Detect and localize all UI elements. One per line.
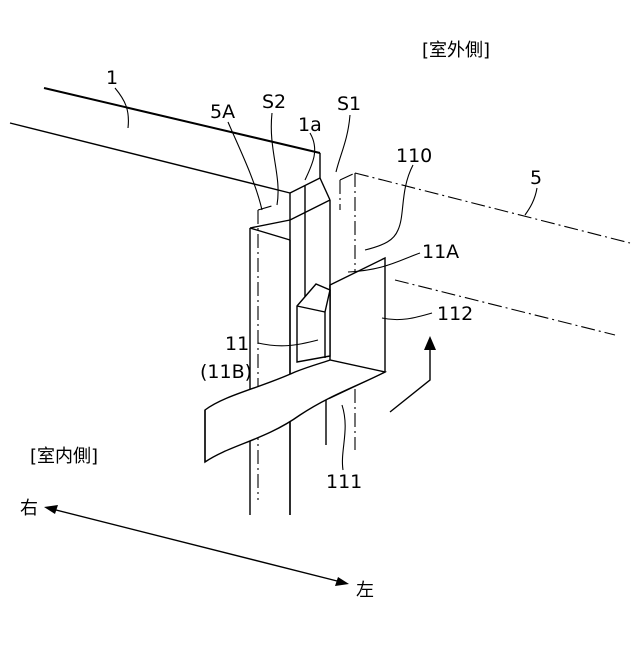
ref-110-label: 110 — [396, 145, 432, 167]
indoor-side-label: [室内側] — [30, 446, 98, 467]
ref-11-label: 11 — [225, 333, 249, 355]
ref-1a-label: 1a — [298, 114, 322, 136]
insertion-arrow — [390, 336, 436, 412]
direction-right-label: 右 — [20, 498, 38, 519]
ref-5A-label: 5A — [210, 101, 235, 123]
outdoor-side-label: [室外側] — [422, 40, 490, 61]
ref-11A-label: 11A — [422, 241, 459, 263]
ref-111-label: 111 — [326, 471, 362, 493]
ref-1-label: 1 — [106, 67, 118, 89]
ref-11B-label: (11B) — [200, 361, 252, 383]
ref-S2-label: S2 — [262, 91, 286, 113]
ref-S1-label: S1 — [337, 93, 361, 115]
ref-5-label: 5 — [530, 167, 542, 189]
direction-arrow — [44, 505, 349, 586]
direction-left-label: 左 — [356, 580, 374, 601]
strip-member-110 — [205, 258, 385, 462]
ref-112-label: 112 — [437, 303, 473, 325]
